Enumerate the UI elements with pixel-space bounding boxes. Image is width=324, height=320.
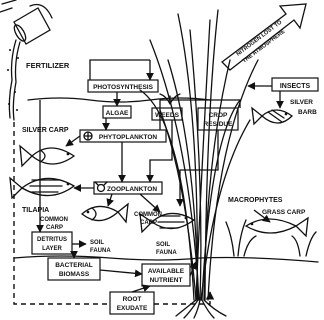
- silver-barb-fish-illustration: [252, 108, 292, 124]
- fertilizer-bucket-illustration: [0, 0, 52, 44]
- soil-fauna-right-label-line2: FAUNA: [156, 250, 177, 256]
- grass-carp-label: GRASS CARP: [262, 209, 306, 216]
- common-carp-left-label-line2: CARP: [46, 225, 63, 231]
- phytoplankton-icon: [84, 132, 92, 140]
- detritus-label-line2: LAYER: [42, 246, 62, 252]
- macrophyte-plants-illustration: [226, 220, 316, 256]
- tilapia-fish-illustration: [10, 178, 74, 198]
- root-exudate-label-line2: EXUDATE: [117, 305, 148, 312]
- silver-barb-label-line2: BARB: [298, 109, 317, 116]
- silver-barb-label-line1: SILVER: [290, 99, 313, 106]
- algae-label: ALGAE: [106, 110, 129, 117]
- available-nutrient-label-line2: NUTRIENT: [150, 277, 183, 284]
- insects-label: INSECTS: [280, 83, 311, 90]
- common-carp-left-fish-illustration: [82, 204, 128, 222]
- root-exudate-label-line1: ROOT: [123, 296, 142, 303]
- nitrogen-lost-arrow: NITROGEN LOST TO THE ATMOSPHERE: [222, 4, 306, 70]
- silver-carp-label: SILVER CARP: [22, 127, 69, 134]
- zooplankton-label: ZOOPLANKTON: [107, 186, 157, 193]
- available-nutrient-label-line1: AVAILABLE: [148, 268, 185, 275]
- fertilizer-stream: [7, 40, 20, 120]
- common-carp-left-label-line1: COMMON: [40, 217, 68, 223]
- fertilizer-label: FERTILIZER: [26, 61, 70, 70]
- rice-roots-illustration: [176, 300, 226, 318]
- soil-fauna-right-label-line1: SOIL: [156, 242, 170, 248]
- soil-fauna-left-label-line1: SOIL: [90, 240, 104, 246]
- detritus-label-line1: DETRITUS: [37, 237, 67, 243]
- phytoplankton-label: PHYTOPLANKTON: [99, 134, 158, 141]
- silver-carp-fish-illustration: [20, 146, 74, 166]
- soil-fauna-left-label-line2: FAUNA: [90, 248, 111, 254]
- macrophytes-label: MACROPHYTES: [228, 197, 283, 204]
- bacterial-biomass-label-line1: BACTERIAL: [55, 262, 93, 269]
- grass-carp-fish-illustration: [246, 218, 308, 236]
- photosynthesis-label: PHOTOSYNTHESIS: [93, 84, 154, 91]
- tilapia-label: TILAPIA: [22, 207, 49, 214]
- bacterial-biomass-label-line2: BIOMASS: [59, 271, 90, 278]
